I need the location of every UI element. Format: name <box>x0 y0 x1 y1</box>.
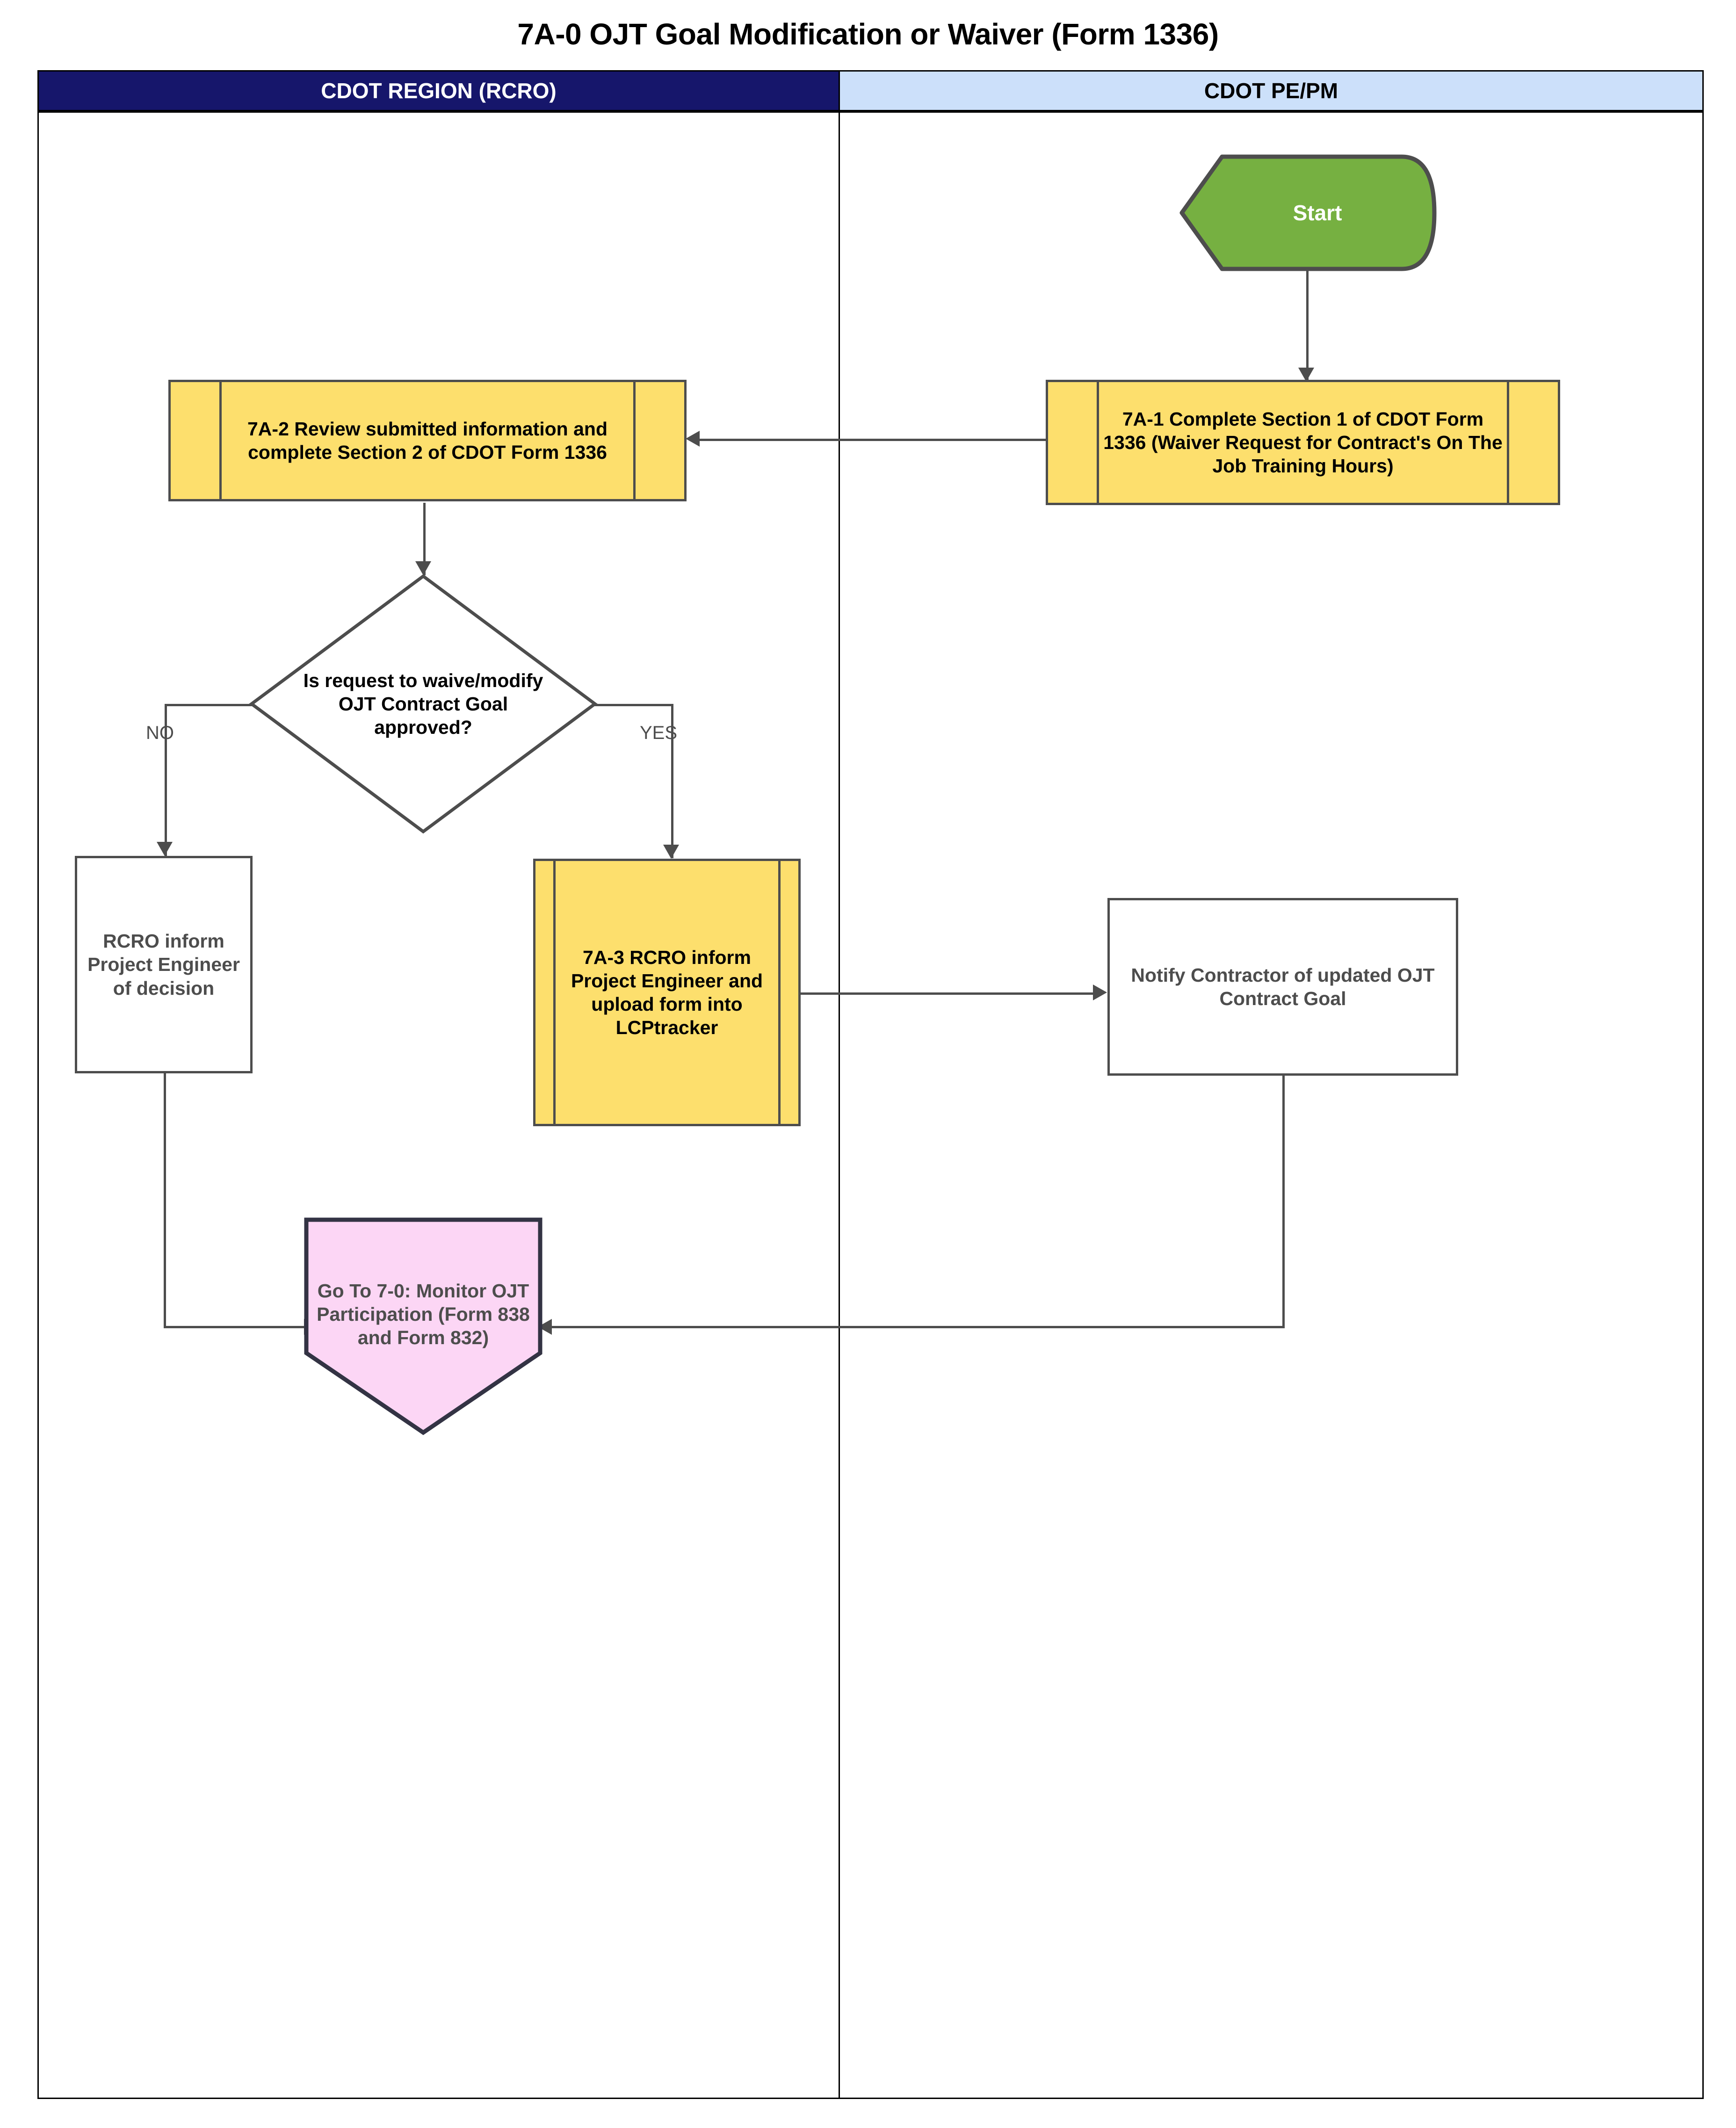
connector-rcro-to-goto-vertical <box>164 1073 166 1328</box>
connector-decision-yes-vertical <box>671 704 673 858</box>
edge-label-no: NO <box>146 723 174 743</box>
node-notify-contractor-box[interactable] <box>1107 898 1458 1076</box>
swimlane-body-pepm <box>839 111 1704 2099</box>
connector-start-to-7a1 <box>1306 267 1309 381</box>
edge-label-yes: YES <box>640 723 678 743</box>
arrowhead-decision-no <box>157 842 173 856</box>
arrowhead-7a1-to-7a2 <box>686 431 700 447</box>
connector-7a2-to-decision <box>423 503 426 575</box>
node-7a2-left-bar <box>219 382 222 499</box>
node-start-shape[interactable] <box>1179 154 1437 271</box>
node-7a1-left-bar <box>1097 382 1099 503</box>
swimlane-header-pepm: CDOT PE/PM <box>839 70 1704 111</box>
node-7a1-box[interactable] <box>1046 380 1560 505</box>
node-7a3-left-bar <box>553 861 556 1124</box>
node-rcro-inform-box[interactable] <box>75 856 253 1073</box>
arrowhead-7a3-to-notify <box>1093 984 1107 1000</box>
node-goto-7-0-shape[interactable] <box>304 1217 542 1435</box>
connector-notify-to-goto-horizontal <box>552 1326 1285 1328</box>
arrowhead-start-to-7a1 <box>1298 368 1314 382</box>
swimlane-header-rcro: CDOT REGION (RCRO) <box>37 70 840 111</box>
node-7a3-box[interactable] <box>533 859 801 1126</box>
connector-7a3-to-notify <box>801 992 1093 995</box>
connector-decision-yes-horizontal <box>554 704 673 706</box>
node-7a3-right-bar <box>778 861 781 1124</box>
page-title: 7A-0 OJT Goal Modification or Waiver (Fo… <box>517 17 1219 51</box>
swimlane-header-pepm-label: CDOT PE/PM <box>1204 79 1338 103</box>
connector-decision-no-horizontal <box>165 704 296 706</box>
arrowhead-7a2-to-decision <box>415 561 431 575</box>
node-7a1-right-bar <box>1507 382 1509 503</box>
node-7a2-right-bar <box>633 382 636 499</box>
connector-7a1-to-7a2 <box>700 439 1046 441</box>
connector-notify-to-goto-vertical <box>1282 1076 1285 1328</box>
node-7a2-box[interactable] <box>168 380 687 501</box>
swimlane-header-rcro-label: CDOT REGION (RCRO) <box>321 79 557 103</box>
arrowhead-decision-yes <box>663 845 679 859</box>
connector-rcro-to-goto-horizontal <box>164 1326 304 1328</box>
connector-decision-no-vertical <box>165 704 167 856</box>
node-decision-shape[interactable] <box>249 574 598 834</box>
